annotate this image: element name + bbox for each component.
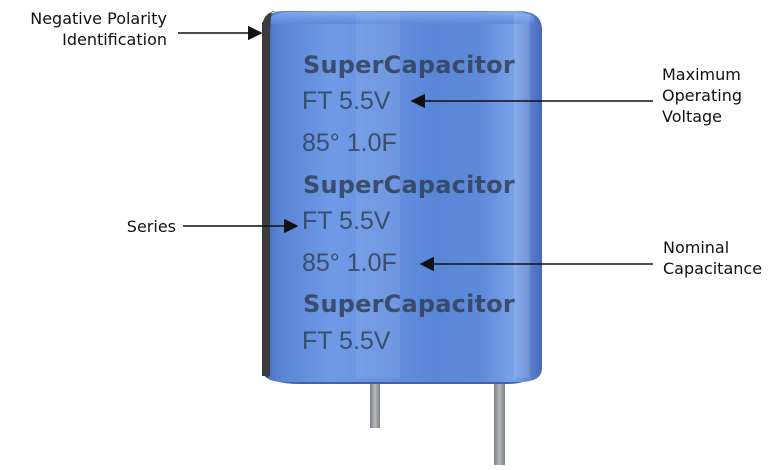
marking-voltage-2: FT 5.5V	[302, 207, 391, 235]
marking-capacitance-2: 85° 1.0F	[302, 249, 397, 277]
callout-series: Series	[126, 217, 176, 236]
callout-negative-polarity: Negative Polarity Identification	[30, 9, 167, 49]
marking-brand-3: SuperCapacitor	[303, 290, 515, 318]
marking-voltage-1: FT 5.5V	[302, 87, 391, 115]
lead-short	[370, 370, 380, 428]
body-highlight-right	[514, 14, 530, 378]
lead-long	[494, 370, 505, 465]
negative-polarity-band	[262, 22, 270, 376]
capacitor-top	[270, 12, 534, 24]
callout-max-operating-voltage: Maximum Operating Voltage	[662, 65, 742, 126]
marking-brand-2: SuperCapacitor	[303, 171, 515, 199]
capacitor-body	[262, 11, 542, 382]
callout-arrows	[178, 25, 653, 272]
capacitor-leads	[370, 370, 505, 465]
callout-nominal-capacitance: Nominal Capacitance	[663, 238, 763, 278]
marking-voltage-3: FT 5.5V	[302, 327, 391, 355]
body-highlight	[356, 14, 400, 378]
marking-capacitance-1: 85° 1.0F	[302, 129, 397, 157]
marking-brand-1: SuperCapacitor	[303, 51, 515, 79]
